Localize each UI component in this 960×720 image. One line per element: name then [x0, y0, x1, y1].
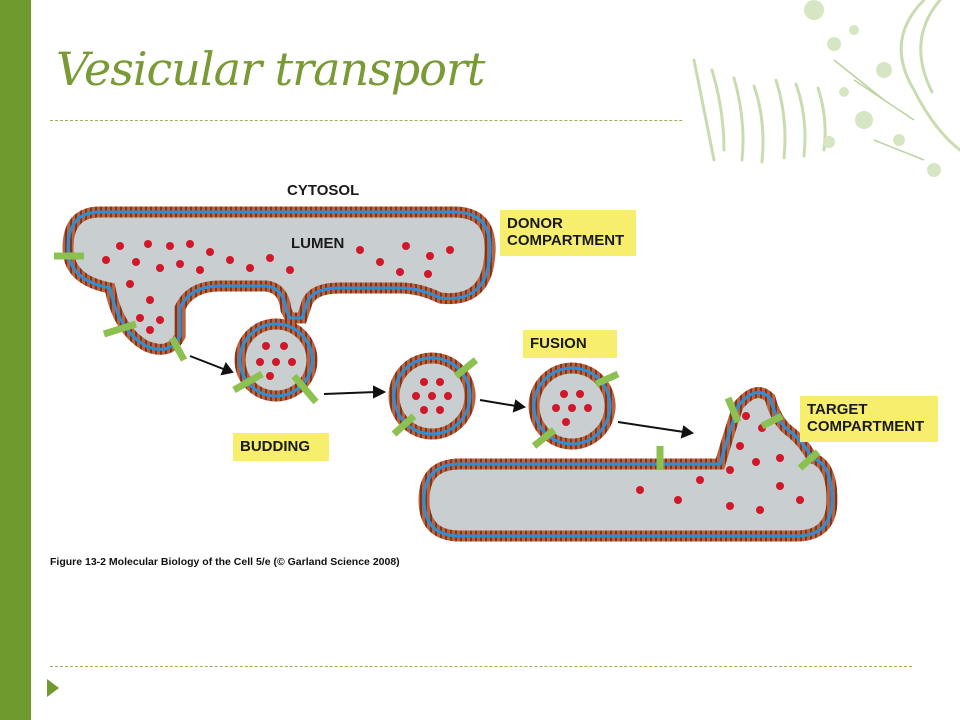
receptor-proteins: [54, 252, 821, 471]
cargo-molecules: [102, 240, 804, 514]
cell-organelle-illustration-icon: [684, 0, 960, 178]
figure-caption: Figure 13-2 Molecular Biology of the Cel…: [50, 556, 400, 568]
slide-title: Vesicular transport: [56, 42, 485, 96]
transport-arrows: [189, 355, 695, 439]
target-compartment-label: TARGET COMPARTMENT: [800, 396, 938, 442]
lumen-label: LUMEN: [291, 235, 345, 252]
top-divider: [50, 120, 912, 121]
fusion-label: FUSION: [523, 330, 617, 358]
left-accent-bar: [0, 0, 31, 720]
bottom-divider: [50, 666, 912, 667]
cytosol-label: CYTOSOL: [287, 182, 360, 199]
vesicular-transport-diagram: [54, 206, 838, 542]
donor-compartment-label: DONOR COMPARTMENT: [500, 210, 636, 256]
budding-label: BUDDING: [233, 433, 329, 461]
triangle-bullet-icon: [47, 679, 59, 697]
target-compartment-shape: [418, 387, 838, 542]
